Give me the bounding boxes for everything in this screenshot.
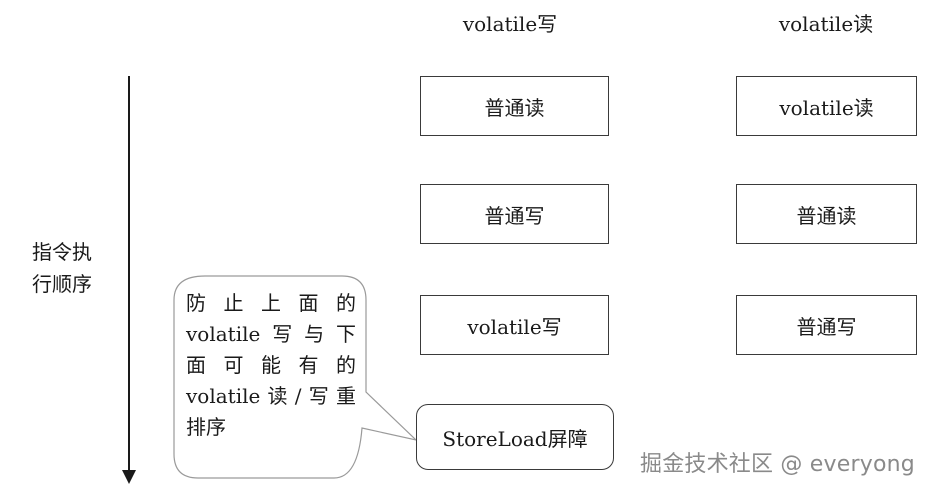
execution-order-label-line-1: 指令执 — [32, 240, 92, 264]
callout-line-4: volatile读/写重 — [186, 384, 356, 408]
left-box-volatile-write: volatile写 — [420, 295, 609, 355]
right-box-volatile-read: volatile读 — [736, 76, 917, 136]
callout-text: 防止上面的 volatile写与下 面可能有的 volatile读/写重 排序 — [186, 288, 356, 443]
callout-line-5: 排序 — [186, 415, 226, 439]
execution-order-label-line-2: 行顺序 — [32, 272, 92, 296]
callout-line-1: 防止上面的 — [186, 291, 356, 315]
callout-line-2: volatile写与下 — [186, 322, 356, 346]
right-box-normal-read: 普通读 — [736, 184, 917, 244]
header-volatile-write: volatile写 — [462, 12, 558, 36]
execution-order-arrowhead — [122, 470, 136, 484]
header-volatile-read: volatile读 — [778, 12, 874, 36]
execution-order-label: 指令执 行顺序 — [32, 236, 112, 300]
left-box-normal-write: 普通写 — [420, 184, 609, 244]
left-box-normal-read: 普通读 — [420, 76, 609, 136]
watermark: 掘金技术社区 @ everyong — [640, 452, 915, 477]
execution-order-arrow-line — [128, 76, 130, 472]
callout-line-3: 面可能有的 — [186, 353, 356, 377]
right-box-normal-write: 普通写 — [736, 295, 917, 355]
storeload-barrier-box: StoreLoad屏障 — [416, 404, 614, 470]
